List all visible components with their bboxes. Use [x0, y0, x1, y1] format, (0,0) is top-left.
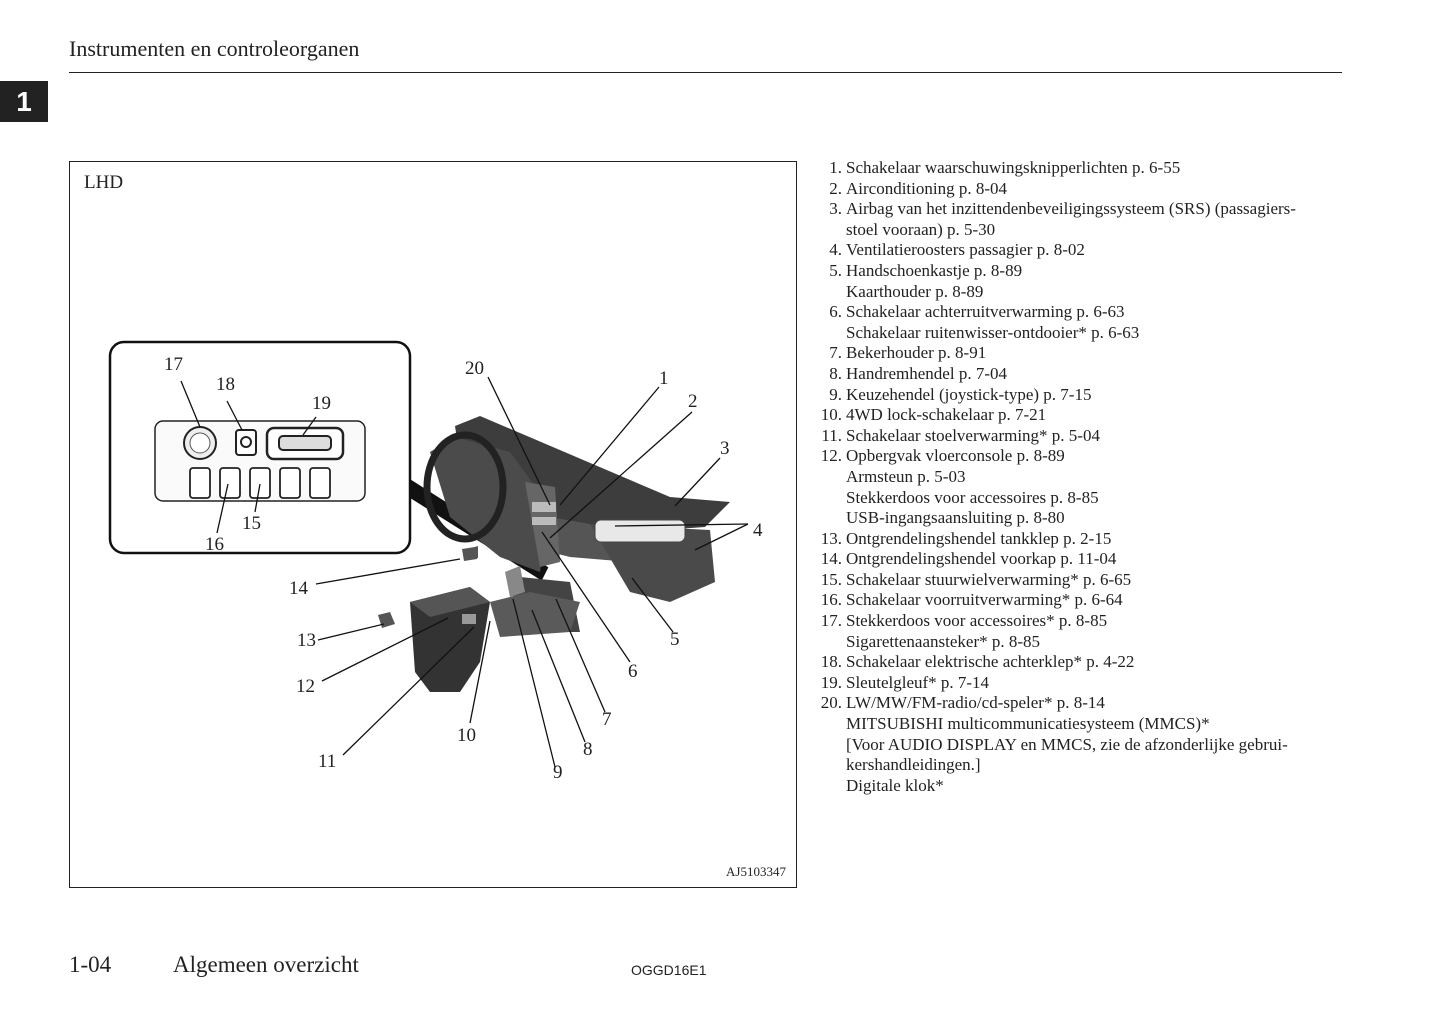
section-title: Algemeen overzicht — [173, 952, 359, 977]
hood-release-lever — [462, 547, 477, 561]
callout-12: 12 — [296, 676, 315, 697]
chapter-tab: 1 — [0, 81, 48, 122]
callout-2: 2 — [688, 391, 698, 412]
legend-item: 13.Ontgrendelingshendel tankklep p. 2-15 — [820, 528, 1112, 548]
document-code: OGGD16E1 — [631, 962, 707, 978]
legend-item: 11.Schakelaar stoelverwarming* p. 5-04 — [821, 425, 1100, 445]
callout-20: 20 — [465, 358, 484, 379]
legend-item: 6.Schakelaar achterruitverwarming p. 6-6… — [829, 302, 1140, 342]
callout-8: 8 — [583, 739, 593, 760]
steering-wheel — [423, 431, 507, 543]
callout-14: 14 — [289, 578, 309, 599]
legend-item: 7.Bekerhouder p. 8-91 — [829, 343, 987, 363]
legend-item: 1.Schakelaar waarschuwingsknipperlichten… — [829, 158, 1181, 177]
page-number: 1-04 — [69, 952, 112, 977]
figure-code: AJ5103347 — [726, 864, 786, 879]
driver-side — [430, 437, 550, 572]
callout-4: 4 — [753, 520, 763, 541]
callout-7: 7 — [602, 709, 612, 730]
header-divider — [69, 72, 1342, 73]
component-legend: 1.Schakelaar waarschuwingsknipperlichten… — [805, 158, 1345, 796]
callout-11: 11 — [318, 751, 336, 772]
callout-6: 6 — [628, 661, 638, 682]
glovebox — [590, 524, 715, 602]
callout-10: 10 — [457, 725, 476, 746]
legend-item: 9.Keuzehendel (joystick-type) p. 7-15 — [829, 384, 1092, 404]
legend-item: 2.Airconditioning p. 8-04 — [829, 178, 1008, 198]
legend-item: 15.Schakelaar stuurwielverwarming* p. 6-… — [820, 569, 1132, 589]
legend-item: 17.Stekkerdoos voor accessoires* p. 8-85… — [820, 611, 1108, 651]
steering-heater-switch-icon — [249, 467, 271, 499]
callout-19: 19 — [312, 393, 331, 414]
legend-item: 18.Schakelaar elektrische achterklep* p.… — [820, 652, 1135, 672]
callout-1: 1 — [659, 368, 669, 389]
page-header-title: Instrumenten en controleorganen — [69, 36, 360, 61]
legend-item: 4.Ventilatieroosters passagier p. 8-02 — [829, 240, 1085, 260]
legend-item: 19.Sleutelgleuf* p. 7-14 — [820, 672, 990, 692]
callout-3: 3 — [720, 438, 730, 459]
callout-5: 5 — [670, 629, 680, 650]
windshield-heater-switch-icon — [189, 467, 211, 499]
shift-lever — [505, 566, 525, 597]
tailgate-switch-icon — [235, 429, 257, 456]
dashboard-drawing: 1 2 3 4 5 6 7 8 9 10 11 12 13 14 15 16 1… — [108, 340, 763, 783]
callout-15: 15 — [242, 513, 261, 534]
legend-item: 8.Handremhendel p. 7-04 — [829, 363, 1007, 383]
legend-item: 16.Schakelaar voorruitverwarming* p. 6-6… — [820, 590, 1123, 610]
callout-13: 13 — [297, 630, 316, 651]
legend-item: 10.4WD lock-schakelaar p. 7-21 — [820, 405, 1047, 425]
callout-18: 18 — [216, 374, 235, 395]
dashboard-illustration: 1 2 3 4 5 6 7 8 9 10 11 12 13 14 15 16 1… — [69, 161, 797, 888]
callout-16: 16 — [205, 534, 224, 555]
legend-item: 3.Airbag van het inzittendenbeveiligings… — [829, 199, 1296, 239]
figure-label: LHD — [84, 172, 124, 193]
fuel-lid-lever — [378, 612, 395, 628]
callout-9: 9 — [553, 762, 563, 783]
callout-17: 17 — [164, 354, 183, 375]
legend-item: 14.Ontgrendelingshendel voorkap p. 11-04 — [820, 549, 1117, 569]
